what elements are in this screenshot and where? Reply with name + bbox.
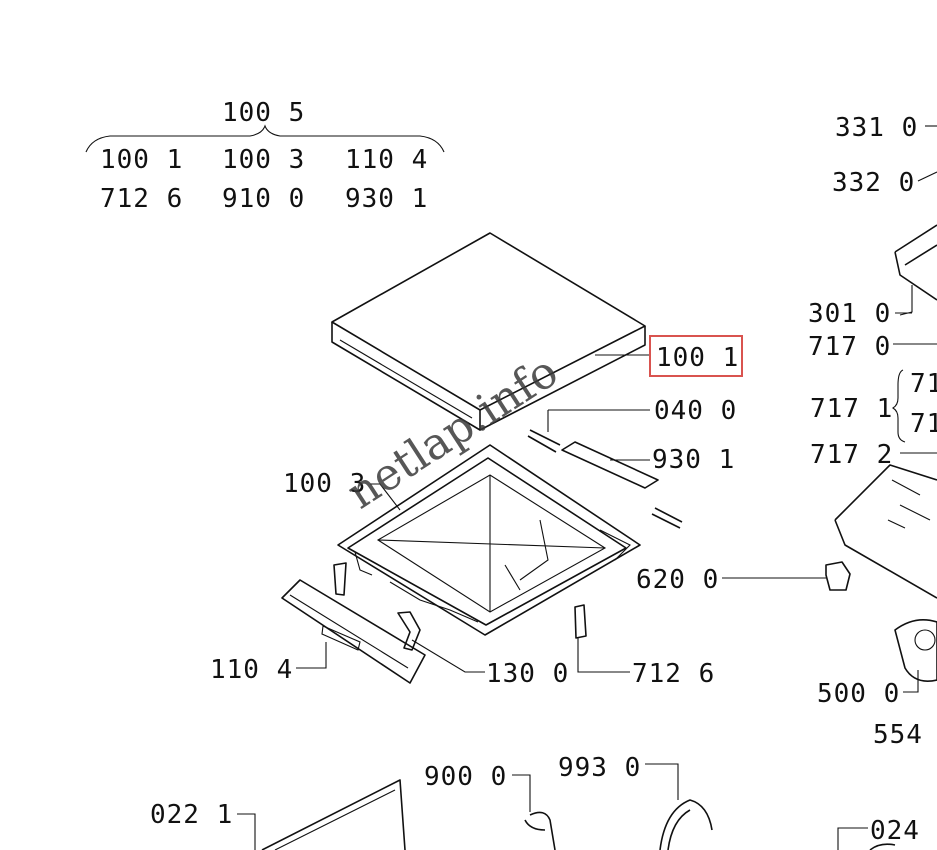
watermark: netlap.info (338, 346, 567, 519)
hinge-712-part[interactable] (574, 604, 587, 639)
label-712-6[interactable]: 712 6 (632, 659, 715, 689)
right-board-part[interactable] (834, 464, 937, 599)
top-lid-part[interactable] (331, 232, 646, 431)
clip-130-part[interactable] (397, 611, 421, 651)
kit-brace (85, 124, 445, 153)
label-130-0[interactable]: 130 0 (486, 659, 569, 689)
kit-item-910-0[interactable]: 910 0 (222, 184, 305, 214)
highlight-box (649, 335, 743, 377)
clamp-993-part[interactable] (659, 799, 713, 850)
label-930-1[interactable]: 930 1 (652, 445, 735, 475)
strip-930-part[interactable] (561, 441, 659, 489)
kit-item-100-1[interactable]: 100 1 (100, 145, 183, 175)
connector-620-part[interactable] (825, 561, 851, 591)
label-110-4[interactable]: 110 4 (210, 655, 293, 685)
label-301-0[interactable]: 301 0 (808, 299, 891, 329)
label-500-0[interactable]: 500 0 (817, 679, 900, 709)
label-620-0[interactable]: 620 0 (636, 565, 719, 595)
label-100-1[interactable]: 100 1 (656, 343, 739, 373)
kit-item-930-1[interactable]: 930 1 (345, 184, 428, 214)
label-332-0[interactable]: 332 0 (832, 168, 915, 198)
kit-item-100-3[interactable]: 100 3 (222, 145, 305, 175)
kit-item-110-4[interactable]: 110 4 (345, 145, 428, 175)
label-024[interactable]: 024 (870, 816, 920, 846)
label-717-0[interactable]: 717 0 (808, 332, 891, 362)
label-040-0[interactable]: 040 0 (654, 396, 737, 426)
label-022-1[interactable]: 022 1 (150, 800, 233, 830)
part-024[interactable] (869, 843, 896, 850)
part-labels: 331 0 332 0 301 0 717 0 717 1 71 71 717 … (150, 113, 937, 846)
label-554[interactable]: 554 (873, 720, 923, 750)
right-top-part[interactable] (894, 224, 937, 316)
label-331-0[interactable]: 331 0 (835, 113, 918, 143)
door-022-part[interactable] (261, 779, 406, 850)
clip-left-part[interactable] (333, 562, 347, 596)
hose-900-part[interactable] (524, 811, 556, 850)
label-717-1[interactable]: 717 1 (810, 394, 893, 424)
pump-500-part[interactable] (894, 619, 937, 682)
kit-title: 100 5 (222, 98, 305, 128)
kit-group: 100 5 100 1 100 3 110 4 712 6 910 0 930 … (85, 98, 445, 214)
label-900-0[interactable]: 900 0 (424, 762, 507, 792)
front-panel-part[interactable] (281, 579, 426, 684)
label-993-0[interactable]: 993 0 (558, 753, 641, 783)
label-100-3[interactable]: 100 3 (283, 469, 366, 499)
base-frame-part[interactable] (337, 444, 641, 636)
strip-040-part[interactable] (527, 429, 683, 529)
kit-item-712-6[interactable]: 712 6 (100, 184, 183, 214)
highlighted-callout[interactable]: 100 1 (649, 335, 743, 377)
label-717-2[interactable]: 717 2 (810, 440, 893, 470)
leader-lines (237, 125, 937, 850)
label-717-1a[interactable]: 71 (910, 369, 937, 399)
label-717-1b[interactable]: 71 (910, 409, 937, 439)
